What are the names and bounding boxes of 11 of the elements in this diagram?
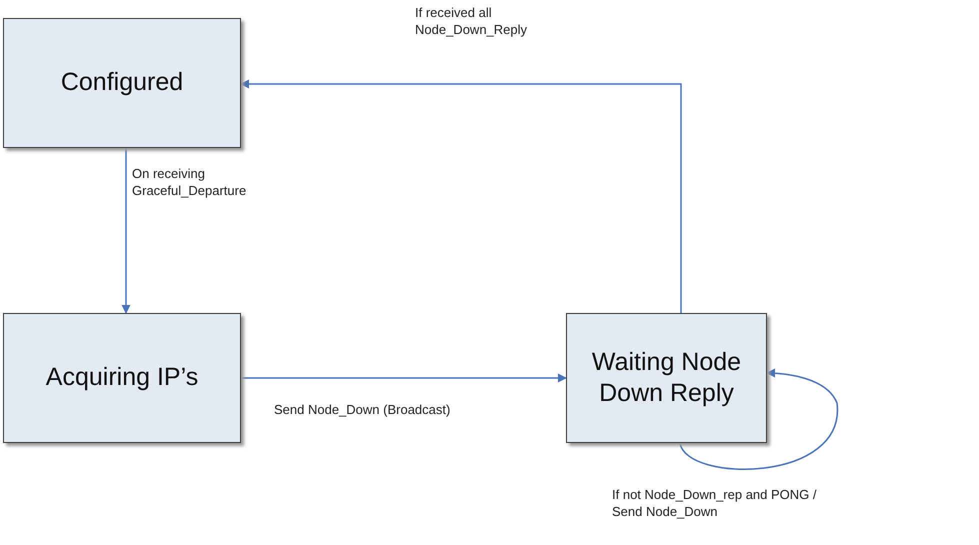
edge-label: Send Node_Down (Broadcast) — [274, 402, 450, 419]
state-box — [566, 313, 767, 443]
state-name: Acquiring IP’s — [46, 362, 198, 394]
state-name: Waiting Node Down Reply — [590, 346, 742, 409]
state-box — [3, 313, 241, 443]
state-name: Configured — [60, 67, 184, 98]
arrow — [240, 80, 682, 313]
arrow — [679, 368, 838, 470]
arrow — [241, 374, 567, 382]
state-box — [3, 18, 241, 148]
arrow — [122, 148, 130, 314]
